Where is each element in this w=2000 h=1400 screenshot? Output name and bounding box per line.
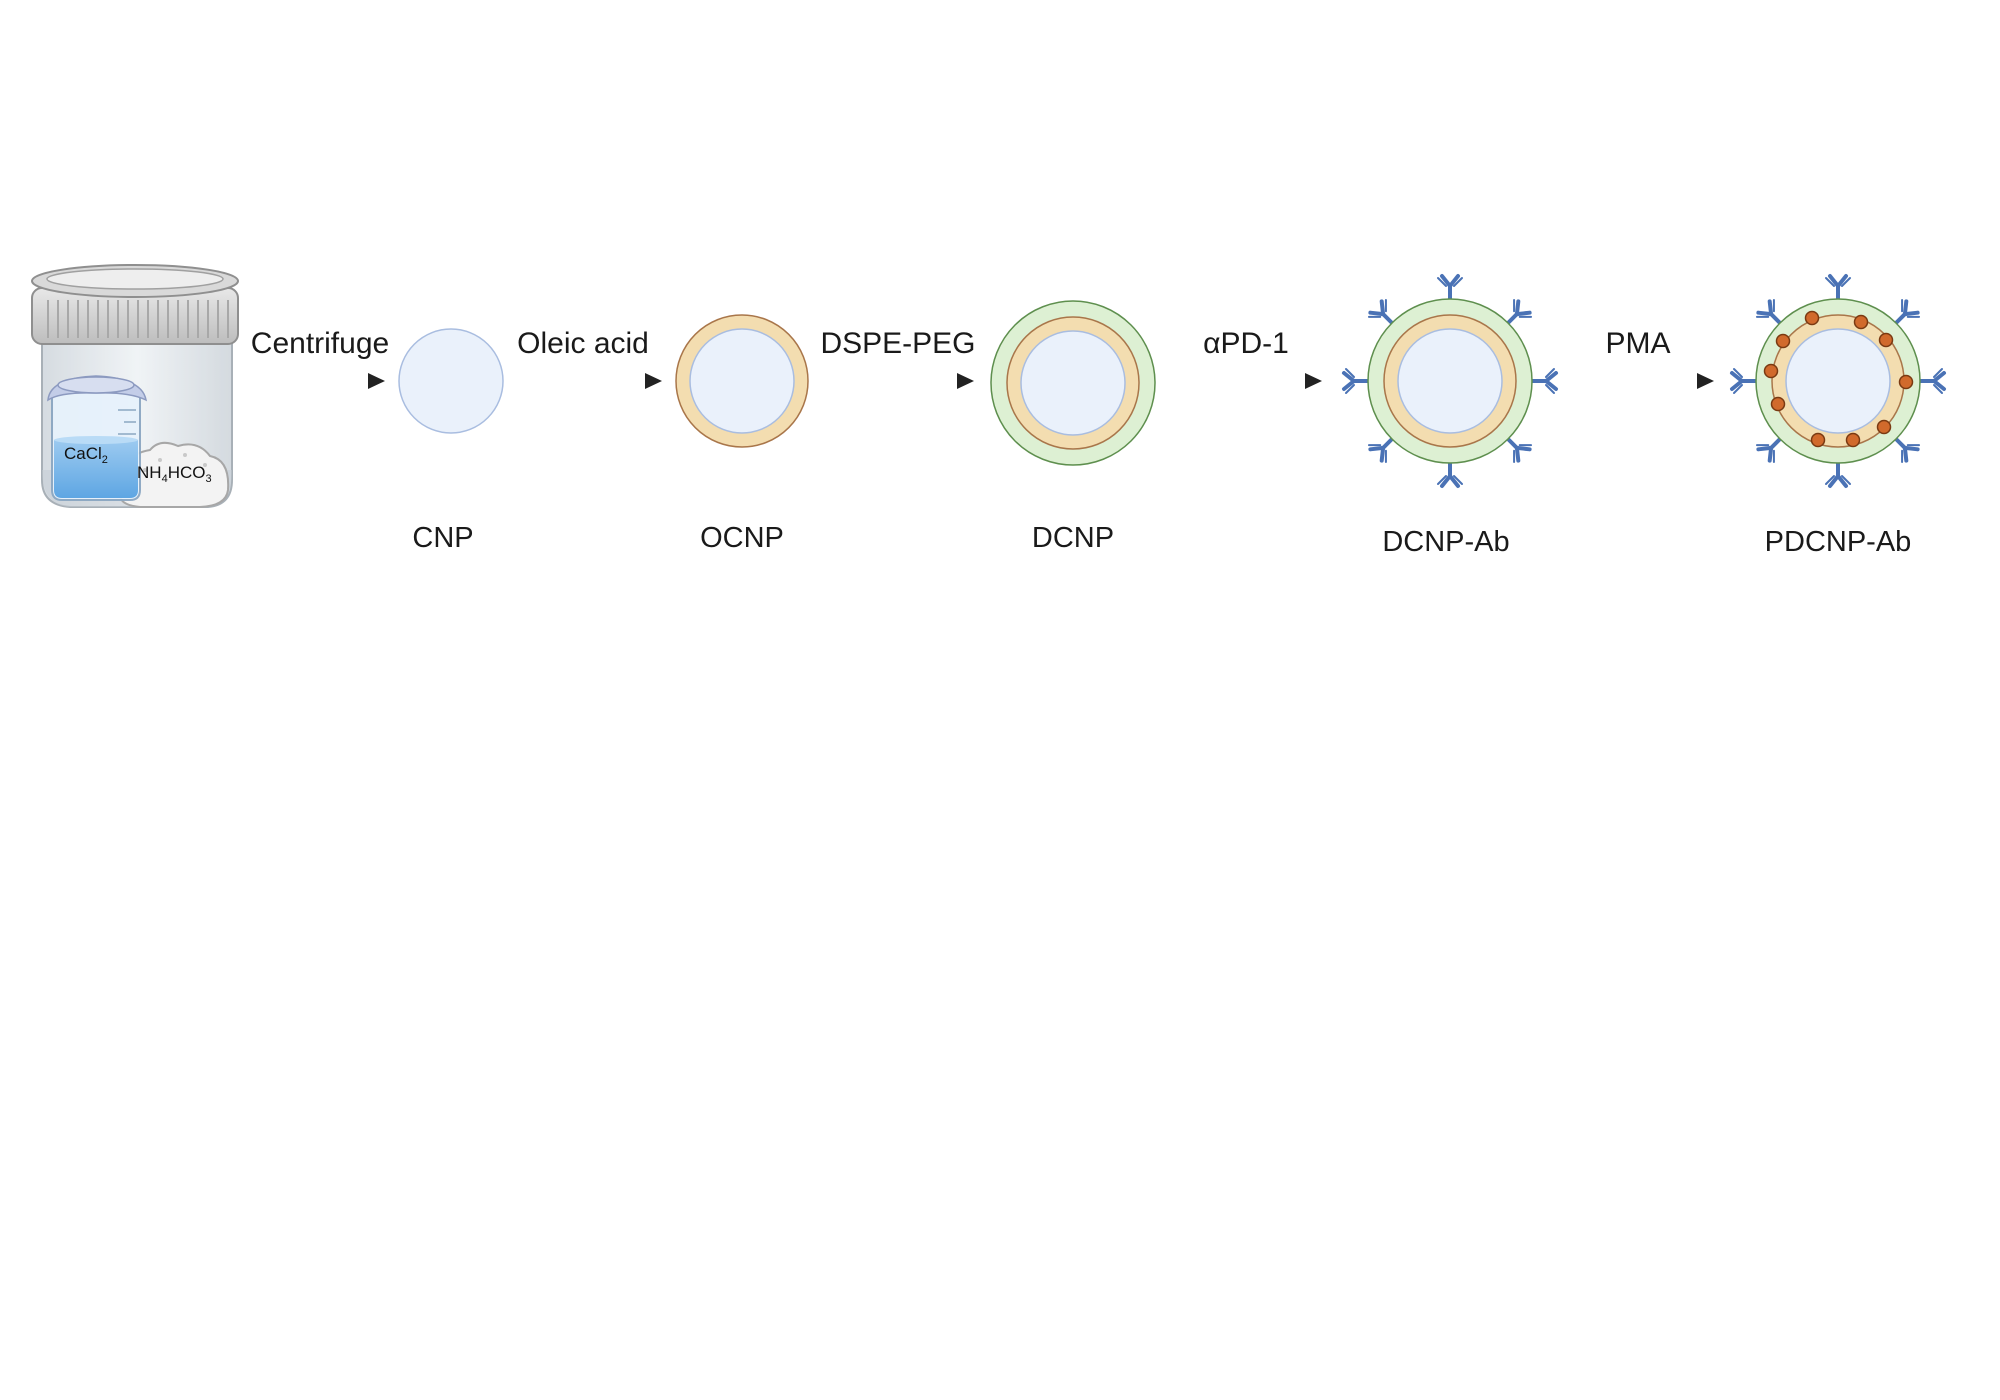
particle-label: OCNP xyxy=(700,522,784,554)
particle-label: DCNP xyxy=(1032,522,1114,554)
calcium-core xyxy=(1397,328,1503,434)
calcium-core xyxy=(398,328,504,434)
particle-dcnp-ab: DCNP-Ab xyxy=(1342,274,1558,558)
step-label: αPD-1 xyxy=(1203,327,1289,360)
calcium-core xyxy=(689,328,795,434)
powder-label: NH4HCO3 xyxy=(137,463,212,485)
pma-dots xyxy=(1763,310,1914,448)
particle-label: PDCNP-Ab xyxy=(1765,526,1912,558)
step-arrow-centrifuge: Centrifuge xyxy=(240,327,389,389)
calcium-core xyxy=(1785,328,1891,434)
beaker-label: CaCl2 xyxy=(64,444,108,466)
particle-dcnp: DCNP xyxy=(990,300,1156,554)
step-label: Oleic acid xyxy=(517,327,649,360)
step-arrow-apd1: αPD-1 xyxy=(1178,327,1322,389)
step-label: Centrifuge xyxy=(251,327,389,360)
particle-label: DCNP-Ab xyxy=(1382,526,1509,558)
reaction-jar: CaCl2 NH4HCO3 xyxy=(31,264,239,508)
particle-pdcnp-ab: PDCNP-Ab xyxy=(1730,274,1946,558)
beaker xyxy=(47,375,148,501)
particle-ocnp: OCNP xyxy=(675,314,809,554)
powder-pile xyxy=(118,441,230,508)
step-arrow-oleic-acid: Oleic acid xyxy=(517,327,662,389)
calcium-core xyxy=(1020,330,1126,436)
step-arrow-pma: PMA xyxy=(1570,327,1714,389)
particle-label: CNP xyxy=(412,522,473,554)
step-label: DSPE-PEG xyxy=(820,327,975,360)
particle-cnp: CNP xyxy=(398,328,504,554)
step-arrow-dspe-peg: DSPE-PEG xyxy=(820,327,976,389)
step-label: PMA xyxy=(1605,327,1670,360)
